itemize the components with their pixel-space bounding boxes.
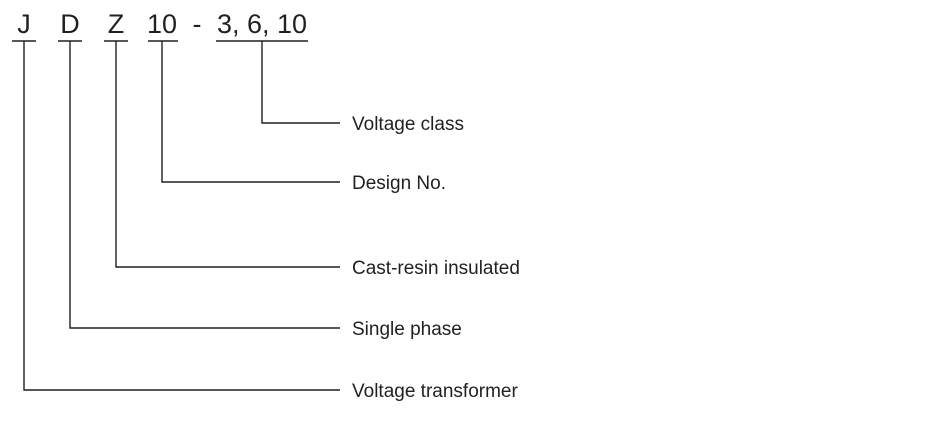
label-voltage-class: Voltage class <box>352 114 464 135</box>
code-letter-j: J <box>17 9 31 39</box>
model-code: J D Z 10 - 3, 6, 10 <box>17 9 307 39</box>
leader-design-number <box>161 41 340 183</box>
code-letter-d: D <box>60 9 80 39</box>
label-single-phase: Single phase <box>352 319 462 340</box>
leader-voltage-transformer <box>23 41 340 391</box>
code-design-number: 10 <box>147 9 177 39</box>
code-voltage-class: 3, 6, 10 <box>217 9 307 39</box>
leader-lines <box>23 41 340 391</box>
leader-single-phase <box>69 41 340 329</box>
legend-labels: Voltage class Design No. Cast-resin insu… <box>352 114 520 402</box>
label-design-number: Design No. <box>352 173 446 194</box>
label-cast-resin-insulated: Cast-resin insulated <box>352 258 520 279</box>
label-voltage-transformer: Voltage transformer <box>352 381 518 402</box>
leader-cast-resin <box>115 41 340 268</box>
code-letter-z: Z <box>108 9 125 39</box>
code-hyphen: - <box>193 9 202 39</box>
leader-voltage-class <box>261 41 340 124</box>
